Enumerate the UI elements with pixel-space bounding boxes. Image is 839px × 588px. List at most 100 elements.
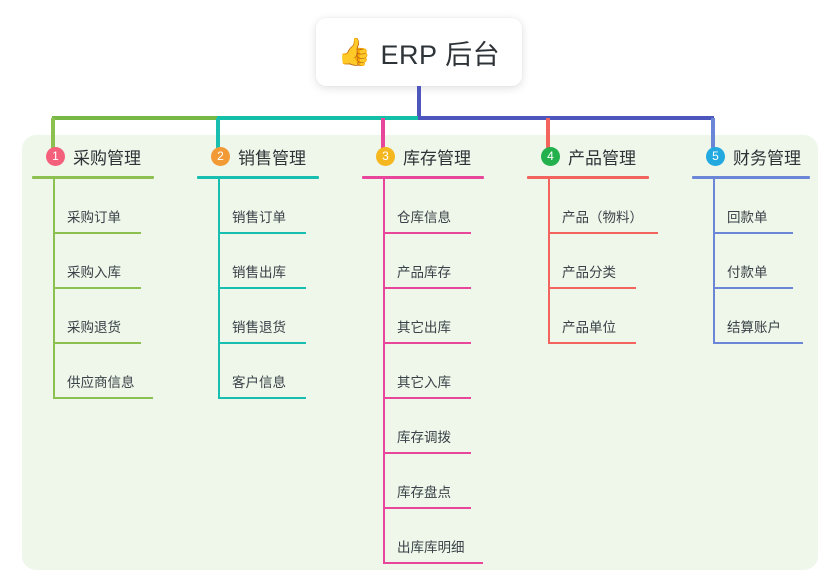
column-underline-3 [362,176,484,179]
tree-item-underline [218,232,306,234]
tree-item[interactable]: 供应商信息 [32,344,154,399]
tree-item-label: 销售订单 [232,210,286,225]
column-title-4: 产品管理 [568,148,636,168]
column-underline-4 [527,176,649,179]
tree-item-label: 其它入库 [397,375,451,390]
column-1: 1 采购管理采购订单采购入库采购退货供应商信息 [32,143,154,399]
tree-item[interactable]: 付款单 [692,234,810,289]
tree-item-label: 付款单 [727,265,768,280]
tree-item-label: 产品（物料） [562,210,643,225]
tree-item-underline [53,342,141,344]
tree-item-underline [218,342,306,344]
tree-item-label: 采购退货 [67,320,121,335]
thumbs-up-icon: 👍 [337,36,372,68]
tree-item[interactable]: 出库库明细 [362,509,484,564]
column-underline-5 [692,176,810,179]
tree-item-underline [383,232,471,234]
tree-item[interactable]: 采购入库 [32,234,154,289]
tree-item[interactable]: 回款单 [692,179,810,234]
tree-item[interactable]: 销售出库 [197,234,319,289]
column-underline-2 [197,176,319,179]
tree-item-underline [218,287,306,289]
tree-item[interactable]: 产品库存 [362,234,484,289]
tree-item-underline [713,287,793,289]
column-header-5[interactable]: 5 财务管理 [692,143,810,169]
tree-item-label: 产品分类 [562,265,616,280]
tree-item-label: 出库库明细 [397,540,465,555]
column-items-3: 仓库信息产品库存其它出库其它入库库存调拨库存盘点出库库明细 [362,179,484,564]
column-badge-3: 3 [376,146,395,166]
column-header-1[interactable]: 1 采购管理 [32,143,154,169]
tree-item[interactable]: 仓库信息 [362,179,484,234]
tree-item-underline [383,287,471,289]
tree-item-label: 产品库存 [397,265,451,280]
tree-item-label: 销售退货 [232,320,286,335]
tree-item-label: 回款单 [727,210,768,225]
tree-item-label: 库存盘点 [397,485,451,500]
tree-item-underline [383,397,471,399]
tree-item[interactable]: 结算账户 [692,289,810,344]
tree-item-label: 销售出库 [232,265,286,280]
column-badge-2: 2 [211,146,230,166]
tree-item-underline [383,342,471,344]
root-node-title: ERP 后台 [380,39,501,70]
tree-item-underline [713,232,793,234]
column-spine-5 [713,179,715,344]
tree-item[interactable]: 客户信息 [197,344,319,399]
tree-item[interactable]: 产品（物料） [527,179,658,234]
column-items-1: 采购订单采购入库采购退货供应商信息 [32,179,154,399]
tree-item[interactable]: 其它入库 [362,344,484,399]
column-2: 2 销售管理销售订单销售出库销售退货客户信息 [197,143,319,399]
column-items-4: 产品（物料） 产品分类产品单位 [527,179,658,344]
root-node[interactable]: 👍 ERP 后台 [316,18,522,86]
column-title-2: 销售管理 [238,148,306,168]
column-underline-1 [32,176,154,179]
tree-item-underline [548,342,636,344]
tree-item[interactable]: 销售订单 [197,179,319,234]
tree-item-underline [548,287,636,289]
tree-item[interactable]: 库存盘点 [362,454,484,509]
tree-item-underline [53,232,141,234]
tree-item-label: 客户信息 [232,375,286,390]
tree-item-label: 采购入库 [67,265,121,280]
tree-item-label: 结算账户 [727,320,781,335]
column-badge-1: 1 [46,146,65,166]
tree-item[interactable]: 采购退货 [32,289,154,344]
column-header-2[interactable]: 2 销售管理 [197,143,319,169]
column-items-2: 销售订单销售出库销售退货客户信息 [197,179,319,399]
column-title-3: 库存管理 [403,148,471,168]
column-header-3[interactable]: 3 库存管理 [362,143,484,169]
tree-item-label: 供应商信息 [67,375,135,390]
tree-item-underline [383,452,471,454]
column-spine-3 [383,179,385,564]
column-title-1: 采购管理 [73,148,141,168]
tree-item-underline [53,287,141,289]
tree-item[interactable]: 产品单位 [527,289,649,344]
tree-item-underline [713,342,803,344]
tree-item[interactable]: 产品分类 [527,234,649,289]
column-3: 3 库存管理仓库信息产品库存其它出库其它入库库存调拨库存盘点出库库明细 [362,143,484,564]
column-5: 5 财务管理回款单付款单结算账户 [692,143,810,344]
tree-item-label: 采购订单 [67,210,121,225]
tree-item-underline [383,507,471,509]
tree-item[interactable]: 其它出库 [362,289,484,344]
tree-item[interactable]: 库存调拨 [362,399,484,454]
tree-item[interactable]: 销售退货 [197,289,319,344]
column-title-5: 财务管理 [733,148,801,168]
tree-item-underline [218,397,306,399]
tree-item-label: 产品单位 [562,320,616,335]
column-spine-1 [53,179,55,399]
column-badge-5: 5 [706,146,725,166]
tree-item-underline [383,562,483,564]
column-spine-2 [218,179,220,399]
tree-item-underline [548,232,658,234]
tree-item-label: 库存调拨 [397,430,451,445]
tree-item-label: 仓库信息 [397,210,451,225]
column-items-5: 回款单付款单结算账户 [692,179,810,344]
tree-item-label: 其它出库 [397,320,451,335]
tree-item[interactable]: 采购订单 [32,179,154,234]
diagram-panel [22,135,818,570]
tree-item-underline [53,397,153,399]
